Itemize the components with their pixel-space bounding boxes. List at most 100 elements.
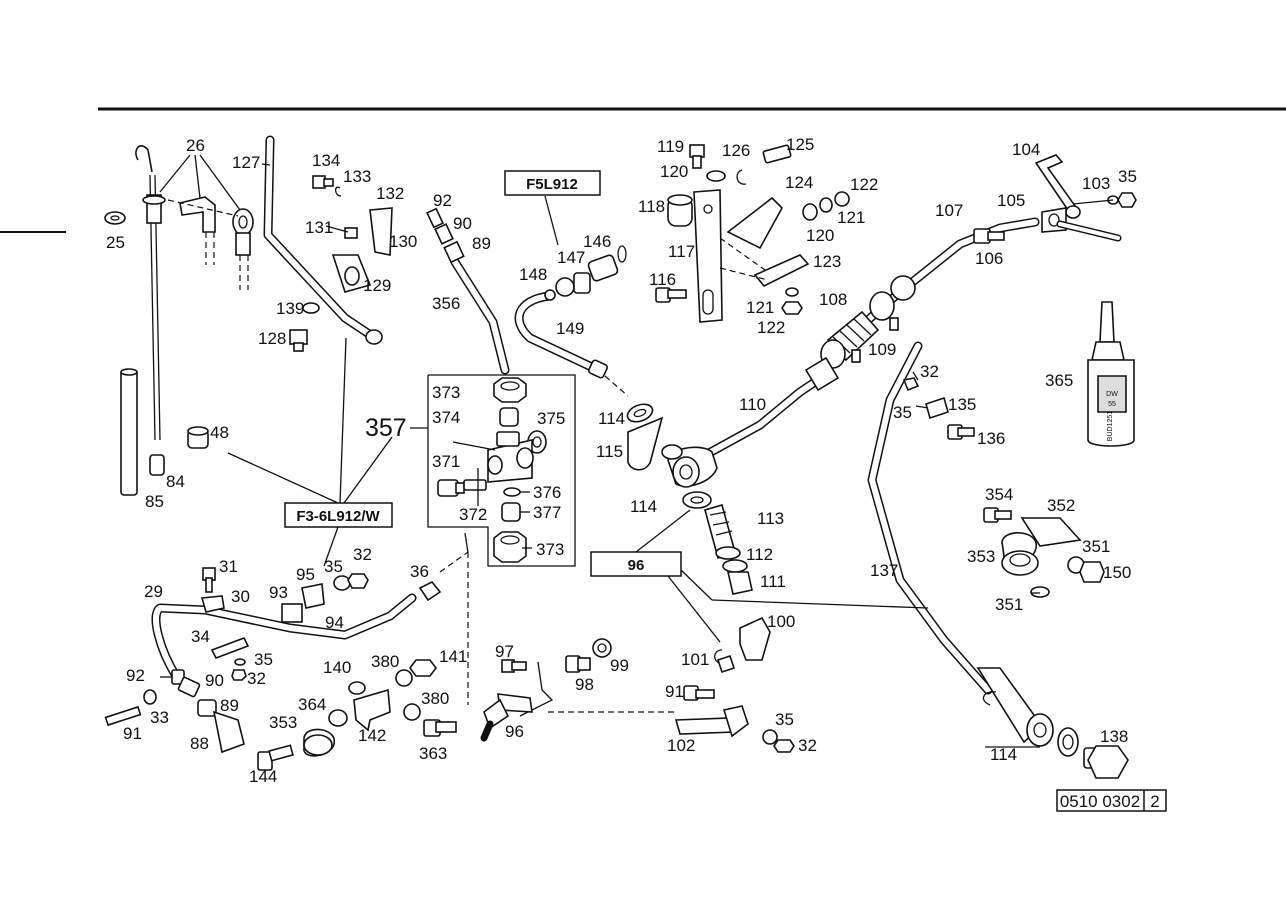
bracket-104 (973, 154, 1137, 244)
part-label: 31 (219, 557, 238, 576)
dipstick-assembly (104, 145, 254, 496)
part-label: 26 (186, 136, 205, 155)
part-label: 120 (806, 226, 834, 245)
pipe-149 (514, 245, 629, 397)
part-label: 124 (785, 173, 813, 192)
lever-96 (480, 638, 676, 742)
svg-text:55: 55 (1108, 401, 1116, 408)
part-label: 109 (868, 340, 896, 359)
svg-text:96: 96 (628, 557, 645, 574)
part-label: 144 (249, 767, 277, 786)
part-label: 114 (990, 745, 1017, 764)
part-label: 89 (472, 234, 491, 253)
pipe-110 (626, 375, 823, 595)
part-label: 104 (1012, 140, 1040, 159)
part-label: 93 (269, 583, 288, 602)
pipe-137 (867, 341, 1129, 779)
part-label: 371 (432, 452, 460, 471)
part-label: 106 (975, 249, 1003, 268)
part-label: 85 (145, 492, 164, 511)
part-label: 89 (220, 696, 239, 715)
part-label: 353 (967, 547, 995, 566)
bracket-142 (257, 659, 457, 771)
part-label: 32 (920, 362, 939, 381)
part-label: 351 (1082, 537, 1110, 556)
svg-text:BUD1251: BUD1251 (1107, 411, 1114, 441)
part-label: 377 (533, 503, 561, 522)
part-label: 114 (630, 497, 657, 516)
part-label: 84 (166, 472, 185, 491)
part-label: 91 (665, 682, 684, 701)
bracket-assembly-129 (289, 175, 393, 352)
part-label: 130 (389, 232, 417, 251)
part-label: 32 (798, 736, 817, 755)
bracket-117 (655, 144, 850, 323)
part-label: 98 (575, 675, 594, 694)
part-label: 90 (205, 671, 224, 690)
part-label: 35 (1118, 167, 1137, 186)
part-label: 110 (739, 395, 766, 414)
loctite-bottle-365: DW 55 BUD1251 (1087, 301, 1135, 447)
part-label: 149 (556, 319, 584, 338)
part-label: 353 (269, 713, 297, 732)
part-label: 25 (106, 233, 125, 252)
part-label: 122 (850, 175, 878, 194)
sheet-number: 2 (1150, 792, 1159, 811)
svg-text:F5L912: F5L912 (526, 176, 578, 193)
drawing-number-box: 0510 0302 2 (1056, 789, 1167, 812)
part-label: 137 (870, 561, 898, 580)
part-label: 108 (819, 290, 847, 309)
part-label: 90 (453, 214, 472, 233)
variant-label-f5l912: F5L912 (504, 170, 601, 246)
part-label: 374 (432, 408, 460, 427)
part-label: 148 (519, 265, 547, 284)
hose-107 (804, 217, 1040, 392)
part-label: 100 (767, 612, 795, 631)
part-label: 121 (746, 298, 774, 317)
part-label: 95 (296, 565, 315, 584)
part-label: 363 (419, 744, 447, 763)
part-label: 136 (977, 429, 1005, 448)
pipe-29 (104, 551, 469, 754)
small-leaders (912, 199, 1114, 594)
part-label: 32 (353, 545, 372, 564)
part-label: 134 (312, 151, 340, 170)
part-label: 123 (813, 252, 841, 271)
part-label: 150 (1103, 563, 1131, 582)
part-label: 94 (325, 613, 344, 632)
part-label: 96 (505, 722, 524, 741)
part-label: 125 (786, 135, 814, 154)
part-label: 35 (324, 557, 343, 576)
svg-text:F3-6L912/W: F3-6L912/W (296, 508, 380, 525)
part-label: 101 (681, 650, 709, 669)
part-label: 135 (948, 395, 976, 414)
part-label: 116 (649, 270, 676, 289)
part-label: 380 (371, 652, 399, 671)
part-label: 376 (533, 483, 561, 502)
part-label: 126 (722, 141, 750, 160)
lever-102 (674, 616, 795, 753)
part-label: 114 (598, 409, 625, 428)
part-label: 380 (421, 689, 449, 708)
part-label: 111 (760, 572, 786, 591)
part-label: 356 (432, 294, 460, 313)
part-label: 92 (126, 666, 145, 685)
part-label: 122 (757, 318, 785, 337)
part-label: 373 (536, 540, 564, 559)
part-label: 146 (583, 232, 611, 251)
part-label: 88 (190, 734, 209, 753)
leader-lines (160, 163, 1040, 748)
part-label: 29 (144, 582, 163, 601)
svg-text:DW: DW (1106, 391, 1118, 398)
part-label: 112 (746, 545, 773, 564)
part-label: 99 (610, 656, 629, 675)
part-label: 375 (537, 409, 565, 428)
part-label: 34 (191, 627, 210, 646)
part-label: 351 (995, 595, 1023, 614)
part-label: 118 (638, 197, 665, 216)
part-label: 142 (358, 726, 386, 745)
part-label: 48 (210, 423, 229, 442)
part-label: 138 (1100, 727, 1128, 746)
variant-label-f3-6l912w: F3-6L912/W (227, 337, 393, 567)
